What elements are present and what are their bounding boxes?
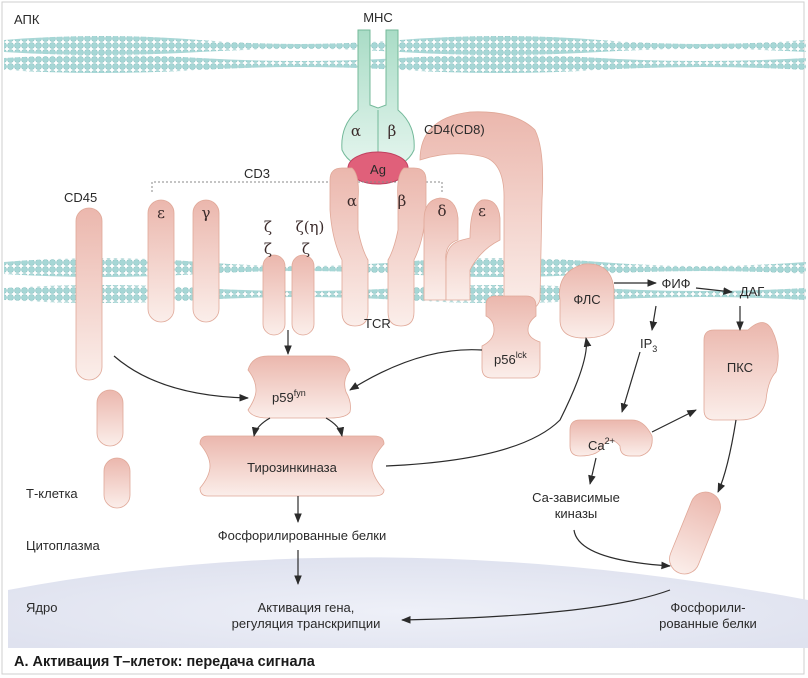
- nucleus: [8, 557, 808, 648]
- tcr-alpha-label: α: [347, 192, 357, 210]
- antigen-label: Ag: [370, 162, 386, 177]
- ca-kinases-label-2: киназы: [555, 506, 598, 521]
- p56-lck-label: p56lck: [494, 350, 527, 367]
- dag-label: ДАГ: [740, 284, 765, 299]
- zeta-chains: [262, 254, 315, 336]
- tyrosine-kinase-label: Тирозинкиназа: [247, 460, 338, 475]
- signal-arrows: [113, 279, 744, 624]
- cytoplasm-label: Цитоплазма: [26, 538, 101, 553]
- cd3-epsilon-right-label: ε: [478, 202, 486, 220]
- ip3-label: IP3: [640, 336, 657, 354]
- cd3-epsilon-gamma: [147, 199, 220, 323]
- gene-activation-label-2: регуляция транскрипции: [232, 616, 381, 631]
- cd3-bracket: [151, 181, 443, 192]
- cd45-label: CD45: [64, 190, 97, 205]
- p56-lck: [481, 295, 541, 379]
- p59-fyn-label: p59fyn: [272, 388, 306, 405]
- ca-kinases-label-1: Са-зависимые: [532, 490, 620, 505]
- p59-fyn: [247, 355, 351, 419]
- calcium-ion: [569, 419, 653, 457]
- pkc: [703, 322, 779, 421]
- zeta-bottom-left-label: ζ: [264, 240, 272, 258]
- cd3-epsilon-left-label: ε: [157, 204, 165, 222]
- plc: [559, 263, 615, 339]
- cd3-label: CD3: [244, 166, 270, 181]
- phospho-proteins-right-label-2: рованные белки: [659, 616, 757, 631]
- tyrosine-kinase: [199, 435, 385, 497]
- pip-label: ФИФ: [661, 276, 690, 291]
- t-cell-label: Т-клетка: [26, 486, 78, 501]
- zeta-bottom-right-label: ζ: [302, 240, 310, 258]
- gene-activation-label-1: Активация гена,: [258, 600, 355, 615]
- zeta-eta-label: ζ(η): [296, 218, 325, 236]
- pkc-label: ПКС: [727, 360, 753, 375]
- phospho-proteins-center-label: Фосфорилированные белки: [218, 528, 387, 543]
- figure-caption: А. Активация Т–клеток: передача сигнала: [14, 654, 316, 670]
- cd3-delta-label: δ: [437, 202, 446, 220]
- zeta-top-left-label: ζ: [264, 218, 272, 236]
- tcr-beta-label: β: [398, 192, 407, 210]
- plc-label: ФЛС: [573, 292, 600, 307]
- mhc-alpha-label: α: [351, 122, 361, 140]
- cd3-delta-epsilon: [423, 197, 501, 301]
- nucleus-label: Ядро: [26, 600, 57, 615]
- mhc-label: MHC: [363, 10, 393, 25]
- tcr-label: TCR: [364, 316, 391, 331]
- apc-label: АПК: [14, 12, 40, 27]
- cd45-molecule: [75, 207, 131, 509]
- mhc-beta-label: β: [388, 122, 397, 140]
- phospho-proteins-right-label-1: Фосфорили-: [670, 600, 745, 615]
- tcr-heterodimer: [329, 167, 427, 327]
- cd3-gamma-label: γ: [202, 204, 211, 222]
- calcium-label: Ca2+: [588, 436, 615, 453]
- phosphorylated-protein-shape: [669, 491, 721, 575]
- cd4-cd8-coreceptor: [419, 111, 544, 313]
- apc-membrane: [4, 36, 806, 73]
- cd4-cd8-label: CD4(CD8): [424, 122, 485, 137]
